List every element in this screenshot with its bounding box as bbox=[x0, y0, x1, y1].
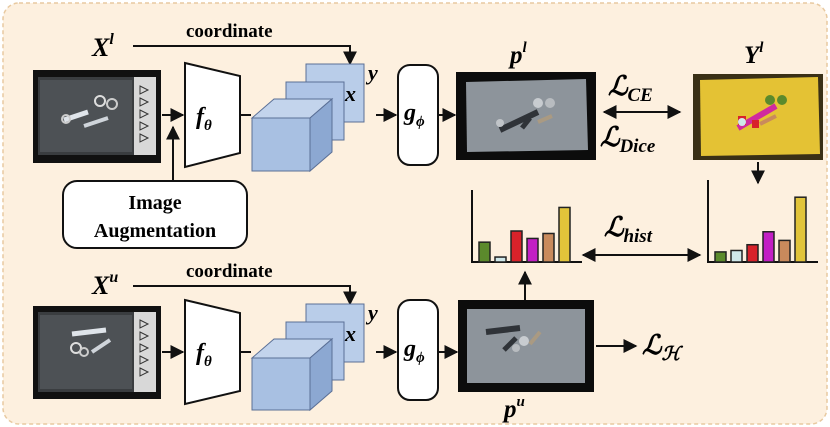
x-labeled-label: Xl bbox=[91, 31, 114, 62]
target-histogram-bar-4 bbox=[778, 239, 791, 263]
loss-entropy-label: ℒℋ bbox=[642, 330, 683, 365]
encoder-f-theta-top-label: fθ bbox=[196, 104, 212, 134]
input-image-labeled bbox=[33, 70, 161, 163]
target-labeled-label: Yl bbox=[744, 40, 764, 69]
axis-x-label-bottom: x bbox=[344, 321, 356, 346]
predicted-histogram-bar-4 bbox=[542, 232, 555, 263]
decoder-g-phi-top bbox=[397, 64, 439, 166]
axis-y-label-bottom: y bbox=[365, 300, 378, 325]
coordinate-arrow-top bbox=[133, 45, 357, 66]
prediction-labeled-label: pl bbox=[508, 40, 528, 69]
prediction-image-labeled bbox=[456, 72, 596, 160]
decoder-g-phi-bottom bbox=[397, 299, 439, 401]
image-augmentation-line2: Augmentation bbox=[94, 220, 216, 242]
axis-y-label-top: y bbox=[365, 60, 378, 85]
feature-cube-stack-top: x y bbox=[250, 60, 378, 173]
image-augmentation-line1: Image bbox=[128, 192, 181, 214]
predicted-histogram-bar-2 bbox=[510, 230, 523, 263]
input-image-unlabeled bbox=[33, 306, 161, 399]
predicted-histogram-bar-1 bbox=[494, 256, 507, 263]
decoder-g-phi-top-label: gϕ bbox=[403, 100, 425, 130]
encoder-f-theta-bottom-label: fθ bbox=[196, 340, 212, 370]
x-unlabeled-label: Xu bbox=[91, 269, 118, 300]
feature-cube-stack-bottom: x y bbox=[250, 300, 378, 412]
predicted-histogram-bar-0 bbox=[478, 241, 491, 263]
encoder-f-theta-bottom bbox=[184, 298, 241, 406]
target-histogram bbox=[707, 180, 818, 263]
loss-dice-label: ℒDice bbox=[600, 122, 656, 157]
target-histogram-bar-0 bbox=[714, 251, 727, 263]
loss-hist-label: ℒhist bbox=[604, 212, 653, 247]
prediction-unlabeled-label: pu bbox=[502, 394, 525, 423]
image-augmentation-box bbox=[62, 180, 248, 249]
target-histogram-bar-3 bbox=[762, 231, 775, 263]
target-mask-labeled bbox=[693, 74, 823, 160]
coordinate-arrow-bottom bbox=[133, 285, 357, 306]
axis-x-label-top: x bbox=[344, 81, 356, 106]
encoder-f-theta-top bbox=[184, 61, 241, 169]
decoder-g-phi-bottom-label: gϕ bbox=[403, 336, 425, 366]
predicted-histogram-bar-5 bbox=[558, 206, 571, 263]
prediction-image-unlabeled bbox=[458, 300, 594, 392]
target-histogram-bar-5 bbox=[794, 196, 807, 263]
predicted-histogram-bar-3 bbox=[526, 237, 539, 263]
coordinate-label-bottom: coordinate bbox=[186, 261, 273, 282]
target-histogram-bar-1 bbox=[730, 249, 743, 263]
predicted-histogram bbox=[471, 190, 582, 263]
target-histogram-bar-2 bbox=[746, 243, 759, 263]
loss-ce-label: ℒCE bbox=[608, 71, 653, 106]
coordinate-label-top: coordinate bbox=[186, 21, 273, 42]
